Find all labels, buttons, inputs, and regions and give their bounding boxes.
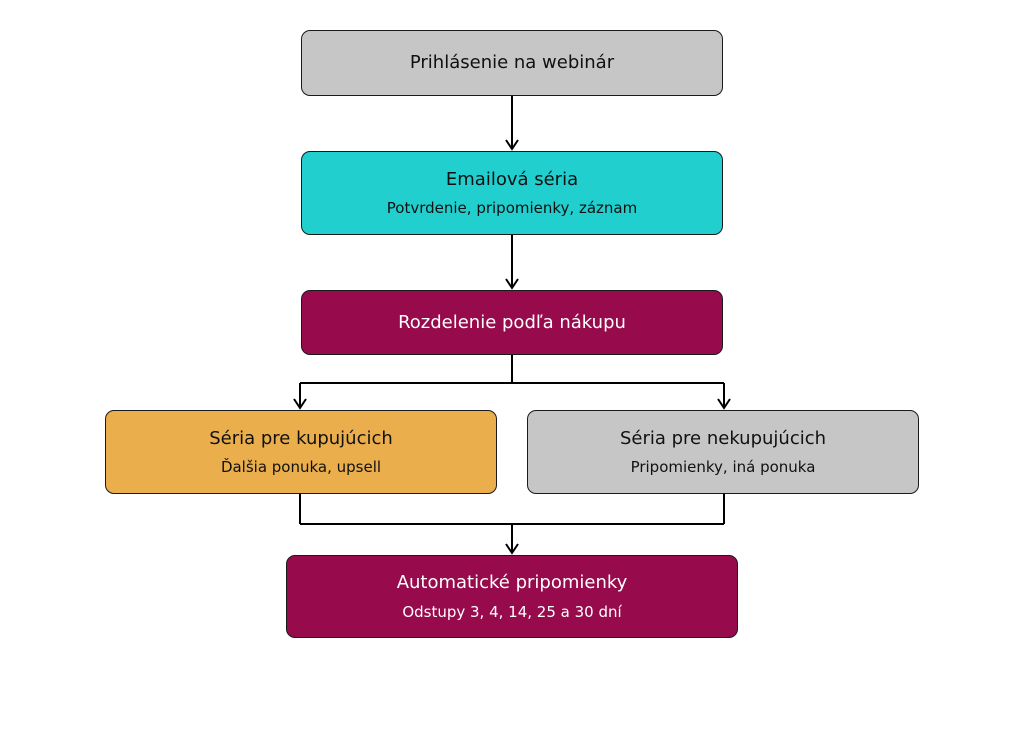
edge-email-to-split (505, 235, 519, 290)
node-subtitle: Ďalšia ponuka, upsell (220, 458, 382, 477)
node-purchase-split: Rozdelenie podľa nákupu (301, 290, 723, 355)
node-subtitle: Potvrdenie, pripomienky, záznam (386, 199, 638, 218)
node-title: Rozdelenie podľa nákupu (398, 311, 626, 333)
node-subtitle: Pripomienky, iná ponuka (630, 458, 816, 477)
node-title: Emailová séria (445, 168, 579, 190)
edge-split-to-branches (293, 355, 731, 410)
node-title: Automatické pripomienky (396, 572, 628, 594)
node-automatic-reminders: Automatické pripomienky Odstupy 3, 4, 14… (286, 555, 738, 638)
node-buyers-series: Séria pre kupujúcich Ďalšia ponuka, upse… (105, 410, 497, 494)
node-non-buyers-series: Séria pre nekupujúcich Pripomienky, iná … (527, 410, 919, 494)
edge-branches-to-reminders (299, 494, 725, 555)
node-title: Prihlásenie na webinár (409, 52, 615, 74)
node-webinar-registration: Prihlásenie na webinár (301, 30, 723, 96)
node-title: Séria pre kupujúcich (209, 427, 393, 449)
edge-registration-to-email (505, 96, 519, 151)
node-subtitle: Odstupy 3, 4, 14, 25 a 30 dní (402, 602, 622, 621)
node-email-series: Emailová séria Potvrdenie, pripomienky, … (301, 151, 723, 235)
node-title: Séria pre nekupujúcich (619, 427, 827, 449)
